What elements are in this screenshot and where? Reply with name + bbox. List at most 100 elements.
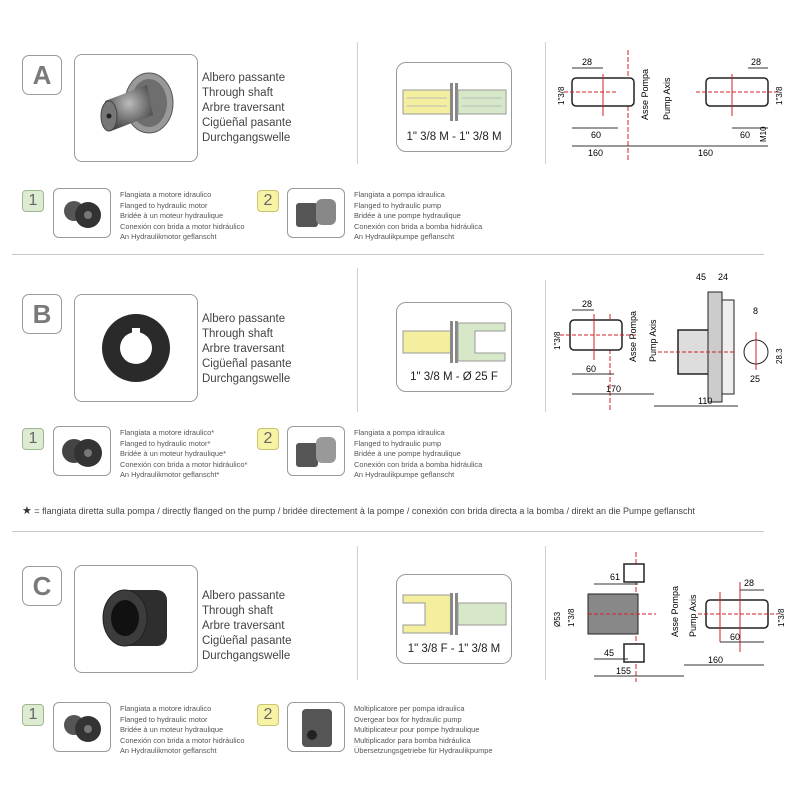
dim-b: 24 [718, 272, 728, 282]
key-width: 8 [753, 306, 758, 316]
option-line: Conexión con brida a motor hidráulico* [120, 459, 248, 469]
option-badge-2: 2 [257, 190, 279, 212]
axis-label-it: Asse Pompa [670, 586, 680, 637]
divider [357, 268, 358, 412]
option-badge-1: 1 [22, 190, 44, 212]
dim-side: 1"3/8 [553, 331, 562, 350]
section-divider [12, 254, 764, 255]
dim-total-right: 160 [708, 655, 723, 665]
dim-side-left: 1"3/8 [557, 86, 566, 105]
option-text-2: Moltiplicatore per pompa idraulica Overg… [354, 704, 492, 757]
option-badge-2: 2 [257, 704, 279, 726]
shaft-connection-icon [402, 83, 507, 121]
option-line: Bridée à un moteur hydraulique* [120, 449, 226, 459]
hydraulic-motor-photo [53, 426, 111, 476]
dim-mid-left: 45 [604, 648, 614, 658]
option-line: Übersetzungsgetriebe für Hydraulikpumpe [354, 746, 493, 756]
name-en: Through shaft [202, 328, 273, 340]
dim-a: 45 [696, 272, 706, 282]
name-en: Through shaft [202, 605, 273, 617]
option-line: Bridée à une pompe hydraulique [354, 449, 461, 459]
option-line: Bridée à une pompe hydraulique [354, 211, 461, 221]
overgear-box-photo [287, 702, 345, 752]
option-text-2: Flangiata a pompa idraulica Flanged to h… [354, 428, 482, 481]
section-divider [12, 531, 764, 532]
pump-icon [296, 199, 336, 227]
technical-drawing-b: 28 60 170 110 45 24 8 25 28.3 1"3/8 Asse… [553, 272, 784, 410]
technical-drawing-a: 28 28 60 60 160 160 1"3/8 1"3/8 M10 Asse… [557, 50, 784, 160]
dim-mid-left: 60 [591, 130, 601, 140]
name-fr: Arbre traversant [202, 620, 285, 632]
pump-icon [296, 437, 336, 467]
dim-mid-right: 60 [740, 130, 750, 140]
shaft-names: Albero passante Through shaft Arbre trav… [202, 71, 292, 146]
axis-label-it: Asse Pompa [628, 311, 638, 362]
through-shaft-photo [74, 565, 198, 673]
motor-icon [64, 715, 101, 742]
technical-drawing-c: 61 45 155 Ø53 1"3/8 28 60 160 1"3/8 Asse… [553, 552, 786, 682]
option-line: Flangiata a motore idraulico* [120, 428, 215, 437]
shaft-connection-icon [402, 593, 507, 635]
dim-side-right: 1"3/8 [775, 86, 784, 105]
dim-top-left: 28 [582, 57, 592, 67]
shaft-type-diagram: 1" 3/8 M - Ø 25 F [396, 302, 512, 392]
name-fr: Arbre traversant [202, 343, 285, 355]
axis-label-it: Asse Pompa [640, 69, 650, 120]
option-line: Bridée à un moteur hydraulique [120, 725, 224, 735]
axis-label-en: Pump Axis [688, 594, 698, 637]
shaft-names: Albero passante Through shaft Arbre trav… [202, 312, 292, 387]
option-badge-1: 1 [22, 704, 44, 726]
option-line: Bridée à un moteur hydraulique [120, 211, 224, 221]
dim-top: 28 [582, 299, 592, 309]
hydraulic-pump-photo [287, 188, 345, 238]
shaft-names: Albero passante Through shaft Arbre trav… [202, 589, 292, 664]
option-line: An Hydraulikpumpe geflanscht [354, 232, 455, 242]
option-badge-2: 2 [257, 428, 279, 450]
name-fr: Arbre traversant [202, 102, 285, 114]
dim-total-left: 160 [588, 148, 603, 158]
option-line: Flanged to hydraulic motor [120, 200, 208, 210]
hydraulic-motor-photo [53, 188, 111, 238]
name-es: Cigüeñal pasante [202, 117, 292, 129]
name-es: Cigüeñal pasante [202, 358, 292, 370]
option-line: Conexión con brida a motor hidráulico [120, 221, 245, 231]
name-en: Through shaft [202, 87, 273, 99]
dim-mid-right: 60 [730, 632, 740, 642]
through-shaft-photo [74, 294, 198, 402]
option-line: Multiplicateur pour pompe hydraulique [354, 725, 480, 735]
option-line: Conexión con brida a bomba hidráulica [354, 459, 483, 469]
name-de: Durchgangswelle [202, 373, 291, 385]
dim-top-left: 61 [610, 572, 620, 582]
name-it: Albero passante [202, 313, 286, 325]
hydraulic-pump-photo [287, 426, 345, 476]
axis-label-en: Pump Axis [662, 77, 672, 120]
section-letter: C [22, 566, 62, 606]
option-line: Flangiata a pompa idraulica [354, 428, 445, 437]
through-shaft-photo [74, 54, 198, 162]
option-line: Flangiata a pompa idraulica [354, 190, 445, 199]
hydraulic-motor-photo [53, 702, 111, 752]
footnote: ★ = flangiata diretta sulla pompa / dire… [22, 504, 695, 517]
option-line: Flangiata a motore idraulico [120, 190, 212, 199]
dim-total-right: 160 [698, 148, 713, 158]
shaft-photo-icon [102, 314, 170, 382]
option-line: Flangiata a motore idraulico [120, 704, 212, 713]
footnote-text: = flangiata diretta sulla pompa / direct… [34, 506, 696, 516]
divider [357, 42, 358, 164]
name-es: Cigüeñal pasante [202, 635, 292, 647]
divider [545, 42, 546, 164]
dim-mid: 60 [586, 364, 596, 374]
option-line: Flanged to hydraulic motor* [120, 438, 211, 448]
name-it: Albero passante [202, 72, 286, 84]
motor-icon [62, 439, 102, 467]
option-line: Flanged to hydraulic pump [354, 200, 442, 210]
option-line: Conexión con brida a bomba hidráulica [354, 221, 483, 231]
dim-total-left: 170 [606, 384, 621, 394]
name-it: Albero passante [202, 590, 286, 602]
option-text-1: Flangiata a motore idraulico Flanged to … [120, 704, 244, 757]
divider [357, 546, 358, 680]
option-line: An Hydraulikpumpe geflanscht [354, 470, 455, 480]
section-letter: B [22, 294, 62, 334]
dim-top-right: 28 [751, 57, 761, 67]
option-line: Flanged to hydraulic pump [354, 438, 442, 448]
